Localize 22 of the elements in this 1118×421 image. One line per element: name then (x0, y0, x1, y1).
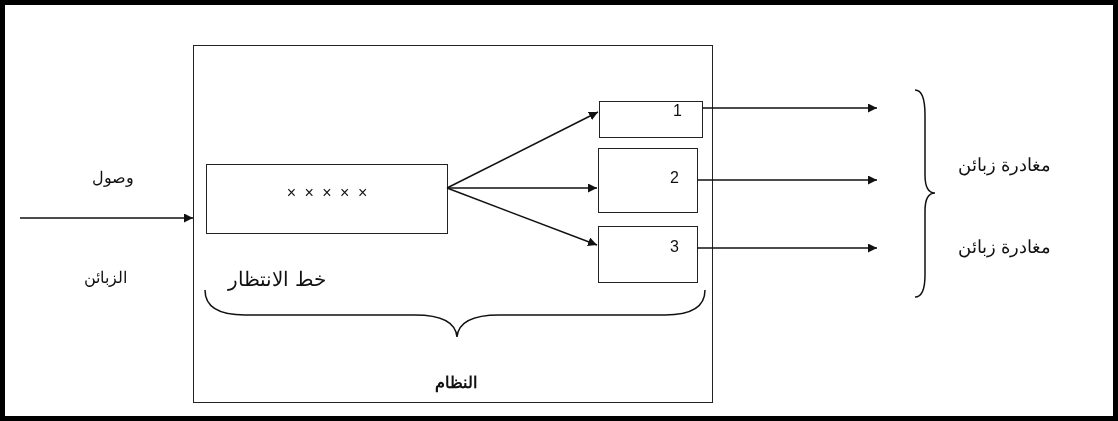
server-box (598, 148, 698, 213)
server-number: 1 (673, 102, 682, 120)
arrival-label: الزبائن (83, 267, 127, 287)
server-number: 3 (670, 238, 679, 256)
server-number: 2 (670, 169, 679, 187)
queue-label: خط الانتظار (228, 267, 326, 291)
arrow (701, 103, 878, 113)
queue-box (206, 164, 448, 234)
arrow (696, 175, 878, 185)
arrow (446, 111, 599, 189)
arrow (696, 243, 878, 253)
server-box (598, 226, 698, 283)
arrow (446, 183, 598, 193)
arrow (446, 187, 598, 246)
departure-label: مغادرة زبائن (958, 154, 1052, 176)
departure-label: مغادرة زبائن (958, 236, 1052, 258)
server-box (599, 101, 703, 138)
system-box (193, 45, 713, 403)
arrival-label: وصول (92, 167, 134, 187)
system-label: النظام (435, 372, 477, 392)
arrow (19, 213, 194, 223)
queue-marks: × × × × × (286, 184, 370, 202)
